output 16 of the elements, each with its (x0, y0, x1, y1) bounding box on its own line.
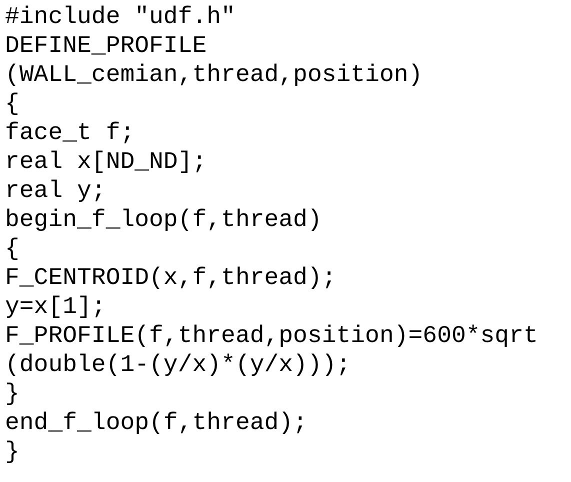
code-line: DEFINE_PROFILE (5, 33, 207, 61)
code-line: { (5, 236, 20, 264)
code-line: F_CENTROID(x,f,thread); (5, 265, 336, 293)
code-line: face_t f; (5, 120, 135, 148)
code-line: } (5, 381, 20, 409)
code-line: real y; (5, 178, 106, 206)
code-line: real x[ND_ND]; (5, 149, 207, 177)
code-line: { (5, 91, 20, 119)
code-line: begin_f_loop(f,thread) (5, 207, 322, 235)
code-line: F_PROFILE(f,thread,position)=600*sqrt (5, 323, 538, 351)
code-line: y=x[1]; (5, 294, 106, 322)
code-line: (double(1-(y/x)*(y/x))); (5, 352, 351, 380)
code-line: (WALL_cemian,thread,position) (5, 62, 423, 90)
code-line: } (5, 439, 20, 467)
code-line: #include "udf.h" (5, 4, 236, 32)
code-line: end_f_loop(f,thread); (5, 410, 308, 438)
